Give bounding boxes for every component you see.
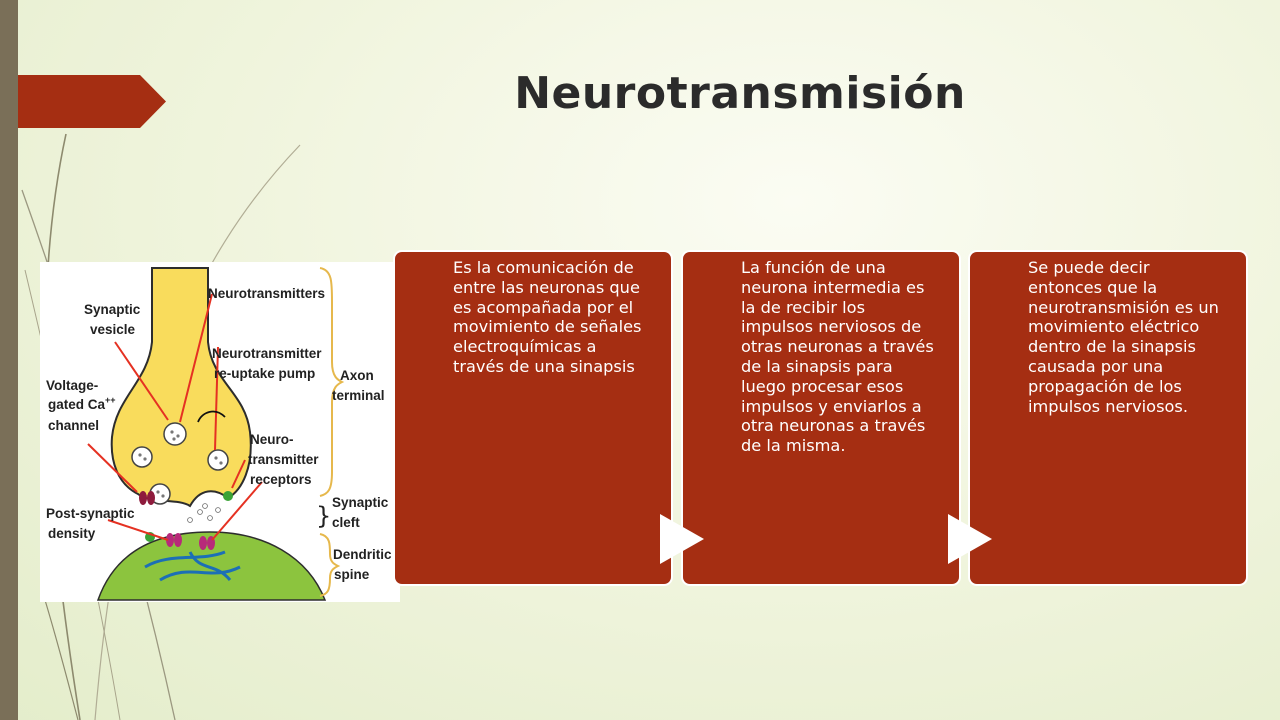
flow-arrow-icon-2 — [948, 514, 992, 564]
label-cleft-1: Synaptic — [332, 495, 389, 510]
label-receptors-1: Neuro- — [250, 432, 294, 447]
label-spine-1: Dendritic — [333, 547, 392, 562]
label-voltage-2: gated Ca++ — [48, 395, 116, 412]
label-neurotransmitters: Neurotransmitters — [208, 286, 325, 301]
label-postsyn-1: Post-synaptic — [46, 506, 135, 521]
title-accent-tab — [18, 75, 166, 128]
label-spine-2: spine — [334, 567, 370, 582]
label-receptors-3: receptors — [250, 472, 312, 487]
process-box-1: Es la comunicación de entre las neuronas… — [395, 252, 671, 584]
label-synaptic-vesicle-1: Synaptic — [84, 302, 141, 317]
label-axon-1: Axon — [340, 368, 374, 383]
process-box-3: Se puede decir entonces que la neurotran… — [970, 252, 1246, 584]
label-synaptic-vesicle-2: vesicle — [90, 322, 136, 337]
label-reuptake-2: re-uptake pump — [214, 366, 315, 381]
synaptic-vesicles — [131, 422, 229, 505]
label-voltage-1: Voltage- — [46, 378, 98, 393]
process-box-2-text: La función de una neurona intermedia es … — [741, 258, 934, 456]
left-accent-bar — [0, 0, 18, 720]
label-receptors-2: transmitter — [248, 452, 319, 467]
process-box-2: La función de una neurona intermedia es … — [683, 252, 959, 584]
label-cleft-2: cleft — [332, 515, 360, 530]
process-box-1-text: Es la comunicación de entre las neuronas… — [453, 258, 642, 376]
label-postsyn-2: density — [48, 526, 96, 541]
ca-channels — [139, 491, 155, 505]
svg-text:}: } — [316, 502, 331, 530]
dendritic-spine-shape — [96, 531, 327, 601]
label-reuptake-1: Neurotransmitter — [212, 346, 322, 361]
reuptake-pump — [223, 491, 233, 501]
process-box-3-text: Se puede decir entonces que la neurotran… — [1028, 258, 1219, 416]
synapse-diagram: } Synaptic vesicle Neurotransmitters Neu… — [40, 262, 400, 602]
label-axon-2: terminal — [332, 388, 385, 403]
slide-title: Neurotransmisión — [514, 68, 966, 119]
label-voltage-3: channel — [48, 418, 99, 433]
flow-arrow-icon-1 — [660, 514, 704, 564]
